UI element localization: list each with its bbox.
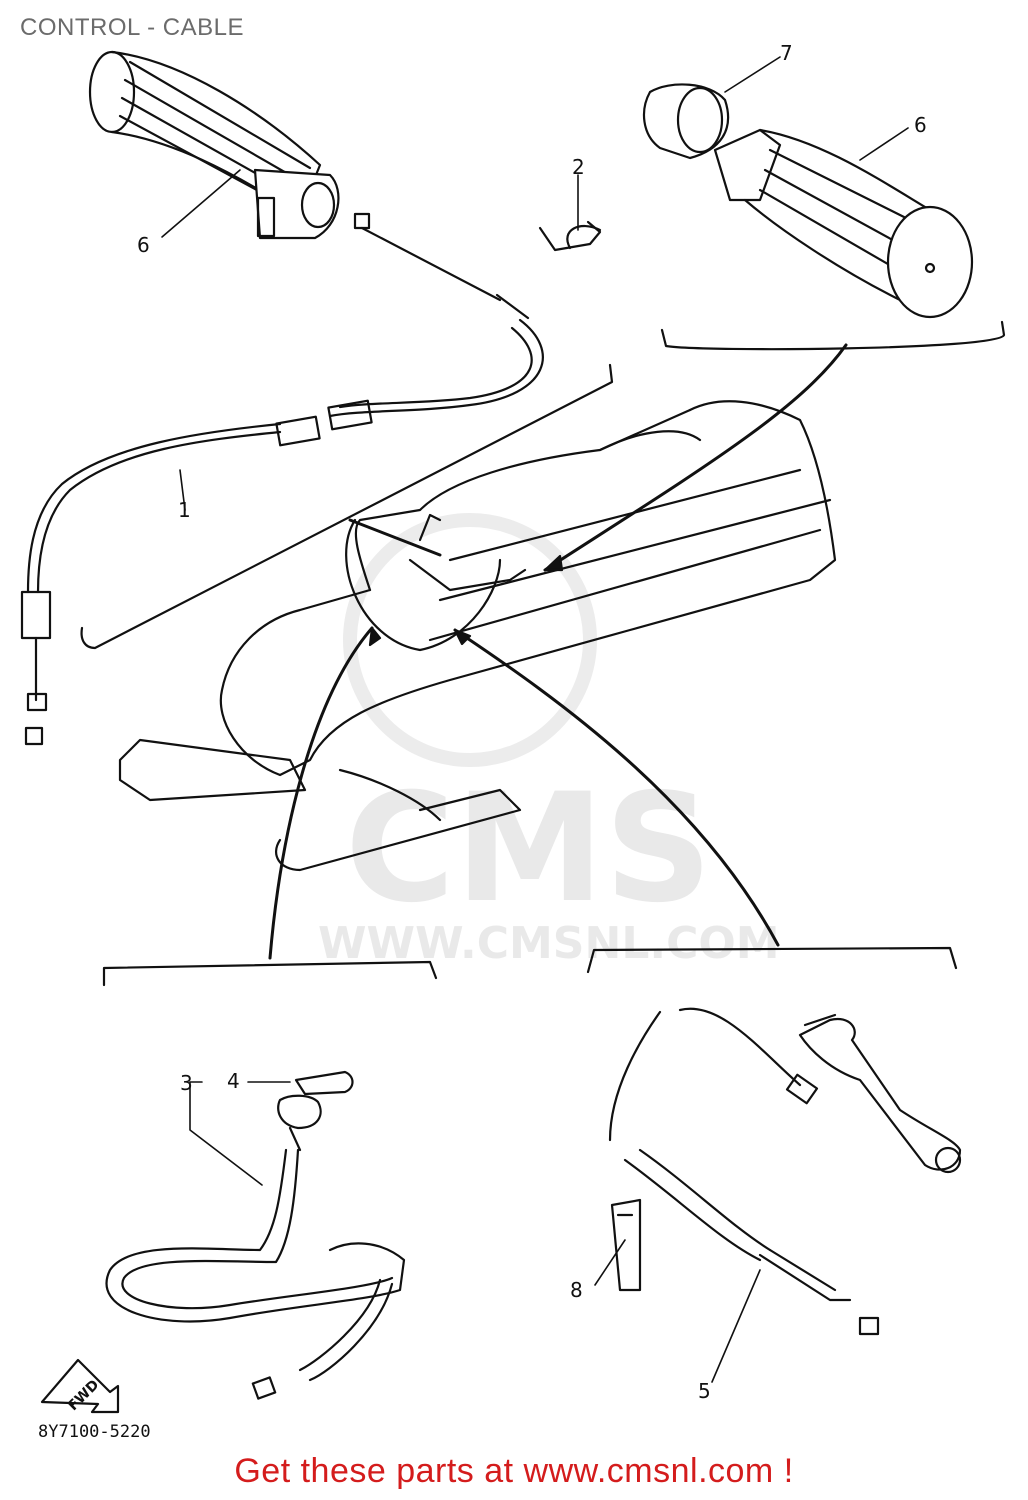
watermark: CMS WWW.CMSNL.COM: [318, 513, 780, 969]
frame-line-left: [80, 363, 614, 650]
throttle-cable: [20, 212, 544, 746]
callout-1: 1: [178, 498, 191, 522]
cable-clip: [610, 1198, 642, 1292]
speedometer-cable: [105, 1070, 406, 1400]
brake-cable-and-lever: [608, 1007, 962, 1336]
frame-line-right: [660, 320, 1006, 351]
callout-8: 8: [570, 1278, 583, 1302]
callout-4: 4: [227, 1069, 240, 1093]
callout-3: 3: [180, 1071, 193, 1095]
callout-6-right: 6: [914, 113, 927, 137]
snowmobile-body: [118, 400, 837, 872]
leader-lines: [161, 56, 909, 1383]
diagram-code: 8Y7100-5220: [38, 1422, 151, 1442]
frame-line-lower-right: [586, 946, 958, 974]
right-grip: [643, 83, 974, 319]
callout-5: 5: [698, 1379, 711, 1403]
fwd-arrow: [40, 1358, 120, 1414]
watermark-url: WWW.CMSNL.COM: [318, 918, 780, 969]
footer-link[interactable]: Get these parts at www.cmsnl.com !: [234, 1452, 794, 1490]
frame-line-lower-left: [102, 960, 438, 987]
diagram-title: CONTROL - CABLE: [20, 14, 244, 41]
clip-part: [538, 220, 602, 252]
routing-arrows: [368, 554, 564, 647]
callout-2: 2: [572, 155, 585, 179]
callout-6-left: 6: [137, 233, 150, 257]
watermark-logo: CMS: [345, 762, 712, 936]
routing-lines: [268, 343, 848, 960]
callout-7: 7: [780, 41, 793, 65]
left-grip: [88, 50, 340, 240]
